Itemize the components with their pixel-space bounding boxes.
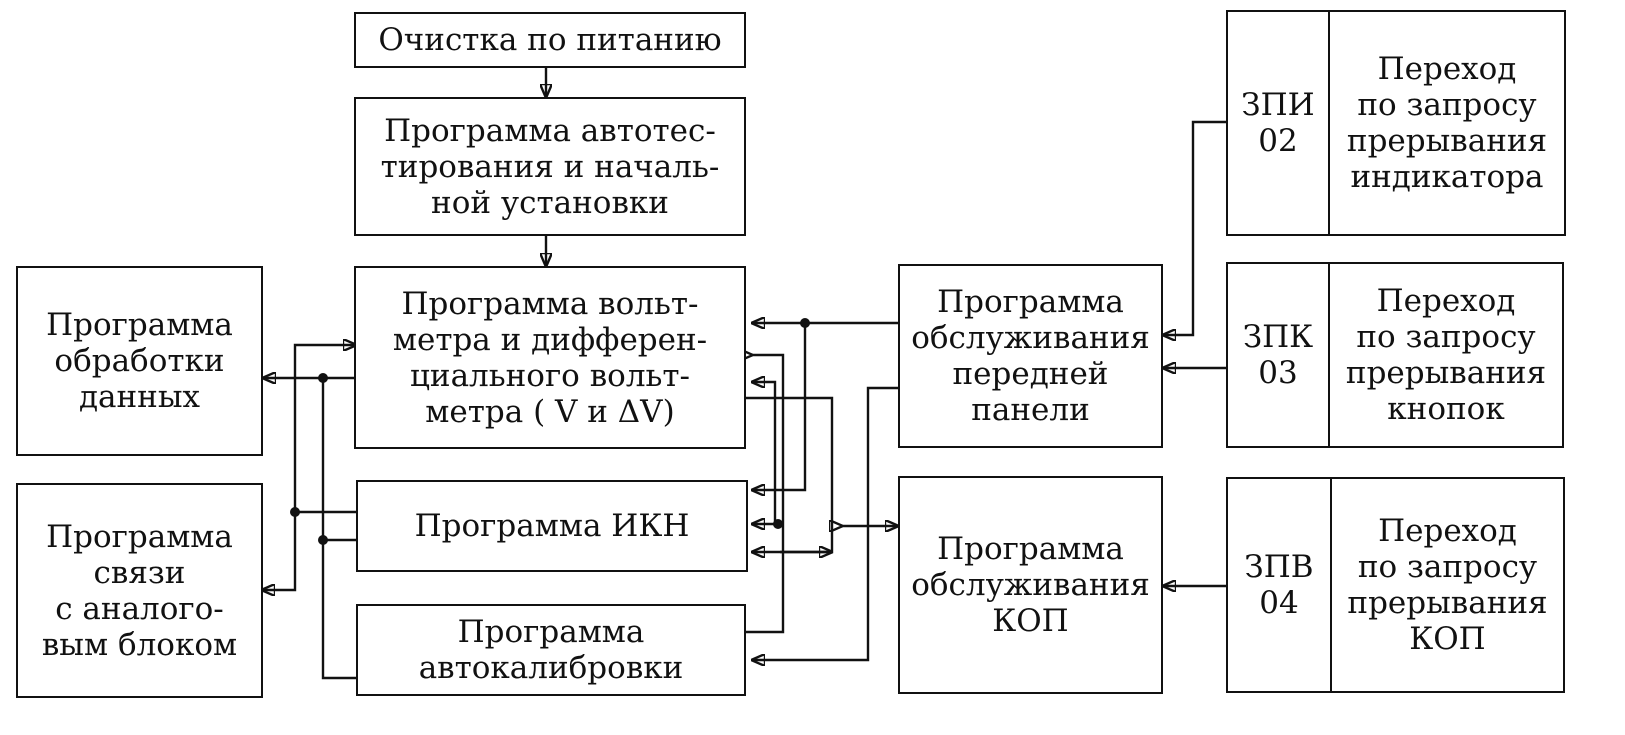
power-clear-label: Очистка по питанию (378, 22, 722, 58)
front-panel-block: Программа обслуживания передней панели (898, 264, 1163, 448)
interrupt-zpi-block: ЗПИ 02 Переход по запросу прерывания инд… (1226, 10, 1566, 236)
interrupt-desc-cell: Переход по запросу прерывания индикатора (1330, 12, 1564, 234)
line-bus-783 (745, 355, 785, 634)
power-clear-block: Очистка по питанию (354, 12, 746, 68)
line-bus-805 (752, 323, 807, 490)
autotest-block: Программа автотес- тирования и началь- н… (354, 97, 746, 236)
ikn-block: Программа ИКН (356, 480, 748, 572)
junction-dot (800, 318, 810, 328)
interrupt-code: ЗПВ 04 (1244, 549, 1314, 621)
front-panel-label: Программа обслуживания передней панели (911, 284, 1150, 428)
junction-dot (318, 373, 328, 383)
autotest-label: Программа автотес- тирования и началь- н… (380, 112, 720, 221)
interrupt-description: Переход по запросу прерывания индикатора (1346, 51, 1548, 195)
arrow-to-analog-link (262, 510, 297, 590)
junction-dot (290, 507, 300, 517)
voltmeter-block: Программа вольт- метра и дифферен- циаль… (354, 266, 746, 449)
line-bus-to-voltmeter (293, 345, 356, 510)
voltmeter-label: Программа вольт- метра и дифферен- циаль… (392, 285, 708, 430)
ikn-label: Программа ИКН (414, 508, 690, 544)
line-autocal-to-bus (321, 378, 358, 680)
analog-link-block: Программа связи с аналого- вым блоком (16, 483, 263, 698)
data-processing-label: Программа обработки данных (46, 307, 233, 415)
analog-link-label: Программа связи с аналого- вым блоком (41, 518, 238, 663)
junction-dot (773, 519, 783, 529)
interrupt-description: Переход по запросу прерывания кнопок (1345, 283, 1547, 427)
autocal-label: Программа автокалибровки (418, 614, 684, 686)
junction-dot (318, 535, 328, 545)
interrupt-code: ЗПИ 02 (1241, 87, 1315, 159)
interrupt-desc-cell: Переход по запросу прерывания КОП (1332, 479, 1563, 691)
interrupt-zpv-block: ЗПВ 04 Переход по запросу прерывания КОП (1226, 477, 1565, 693)
interrupt-description: Переход по запросу прерывания КОП (1347, 513, 1548, 657)
data-processing-block: Программа обработки данных (16, 266, 263, 456)
interrupt-zpk-block: ЗПК 03 Переход по запросу прерывания кно… (1226, 262, 1564, 448)
kop-service-block: Программа обслуживания КОП (898, 476, 1163, 694)
interrupt-desc-cell: Переход по запросу прерывания кнопок (1330, 264, 1562, 446)
line-zpi-to-frontpanel (1163, 120, 1226, 335)
interrupt-code-cell: ЗПИ 02 (1228, 12, 1330, 234)
line-bus-775 (752, 382, 777, 524)
kop-service-label: Программа обслуживания КОП (911, 531, 1150, 639)
interrupt-code: ЗПК 03 (1242, 319, 1314, 391)
interrupt-code-cell: ЗПВ 04 (1228, 479, 1332, 691)
line-bus-832 (745, 396, 834, 552)
autocal-block: Программа автокалибровки (356, 604, 746, 696)
interrupt-code-cell: ЗПК 03 (1228, 264, 1330, 446)
